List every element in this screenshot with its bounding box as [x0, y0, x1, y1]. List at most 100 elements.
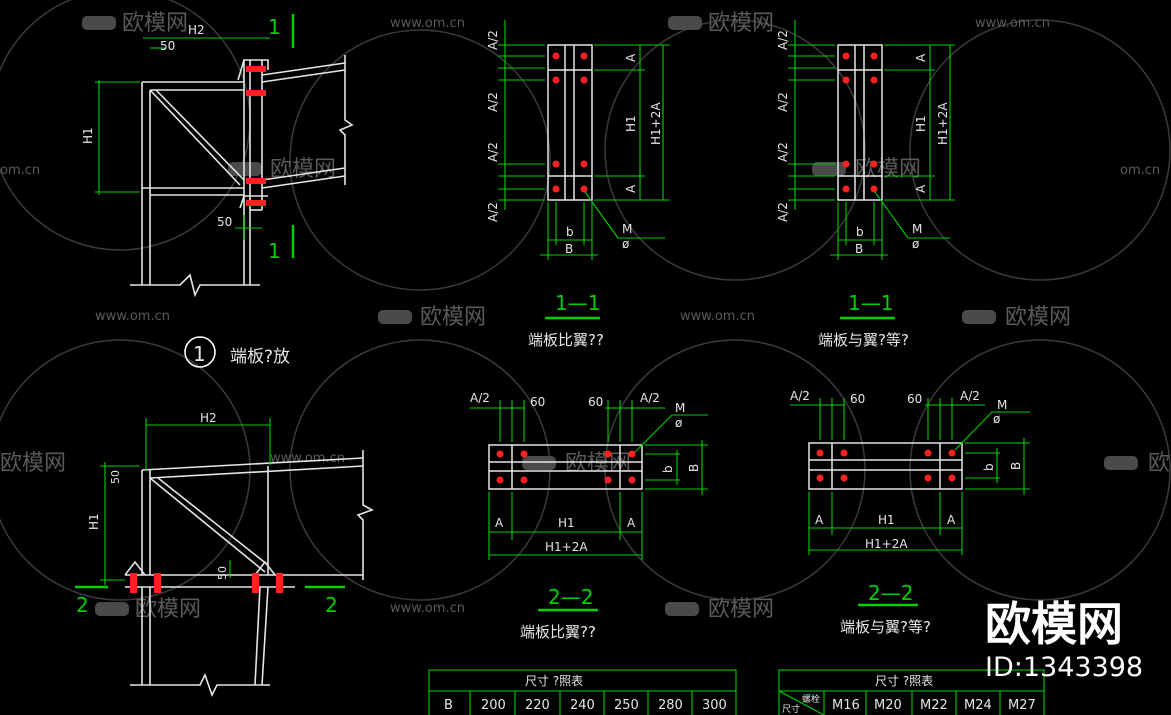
dim-a: A	[914, 53, 928, 62]
dim-a: A	[495, 516, 504, 530]
wm-brand: 欧模网	[855, 157, 921, 182]
detail-2: H2 50 H1 50 2 2	[75, 411, 374, 698]
dim-h1: H1	[81, 127, 95, 144]
sofa-icon	[1104, 456, 1138, 470]
dim-a-half: A/2	[486, 142, 500, 162]
dim-h1-2a: H1+2A	[936, 102, 950, 145]
bolt-m: M	[912, 222, 922, 236]
dim-B: B	[1009, 462, 1023, 470]
section-2-2-d: A/2 60 60 A/2 M ø b B A H1 A H1+2A 2—2 端…	[790, 389, 1030, 636]
dim-a-half: A/2	[486, 92, 500, 112]
sofa-icon	[665, 602, 699, 616]
dim-a-half: A/2	[486, 202, 500, 222]
bolt-phi: ø	[622, 237, 629, 251]
dim-a-half: A/2	[776, 30, 790, 50]
dim-a-half: A/2	[776, 92, 790, 112]
section-cut-label: 2	[76, 593, 89, 617]
wm-brand: 欧模网	[565, 451, 631, 476]
table-cell: M22	[920, 698, 948, 713]
dim-a: A	[624, 53, 638, 62]
bolt-m: M	[675, 401, 685, 415]
section-cut-label: 1	[268, 15, 281, 39]
wm-brand: 欧模网	[122, 11, 188, 36]
table-cell: B	[444, 698, 453, 713]
dim-60: 60	[530, 395, 545, 409]
dim-60: 60	[850, 392, 865, 406]
dim-a-half: A/2	[640, 391, 660, 405]
dim-a-half: A/2	[960, 389, 980, 403]
table-cell: 250	[614, 698, 639, 713]
wm-url-partial: om.cn	[1120, 163, 1160, 178]
dim-b: b	[566, 225, 574, 239]
dim-a-half: A/2	[486, 30, 500, 50]
bolt-m: M	[622, 222, 632, 236]
wm-url: www.om.cn	[680, 309, 755, 324]
wm-url: www.om.cn	[270, 451, 345, 466]
table-corner-top: 螺栓	[802, 693, 820, 705]
section-caption: 端板比翼??	[520, 623, 596, 641]
dim-b: b	[856, 225, 864, 239]
table-title: 尺寸 ?照表	[875, 674, 933, 688]
dim-h1: H1	[558, 516, 575, 530]
dim-B: B	[565, 242, 573, 256]
dim-b: b	[982, 463, 996, 471]
dim-a-half: A/2	[776, 202, 790, 222]
wm-brand: 欧模网	[420, 305, 486, 330]
table-corner-bottom: 尺寸	[782, 703, 800, 715]
sofa-icon	[962, 310, 996, 324]
table-cell: 200	[481, 698, 506, 713]
section-caption: 端板与翼?等?	[818, 331, 909, 349]
wm-brand: 欧模网	[708, 597, 774, 622]
detail-title: 端板?放	[230, 347, 290, 367]
dim-B: B	[687, 464, 701, 472]
bolt-phi: ø	[993, 412, 1000, 426]
wm-brand-partial: 欧模网	[0, 451, 66, 476]
dim-a-half: A/2	[776, 142, 790, 162]
wm-brand-partial: 欧模网	[1148, 451, 1171, 476]
dim-60: 60	[907, 392, 922, 406]
section-2-2-c: A/2 60 60 A/2 M ø b B A H1 A H1+2A 2—2 端…	[470, 391, 708, 641]
sofa-icon	[668, 16, 702, 30]
table-cell: M16	[832, 698, 860, 713]
dim-a: A	[627, 516, 636, 530]
brand-overlay: 欧模网 ID:1343398	[985, 597, 1143, 683]
dim-50: 50	[217, 215, 232, 229]
table-cell: 240	[570, 698, 595, 713]
section-mark: 1—1	[555, 291, 600, 315]
dim-a: A	[947, 513, 956, 527]
watermark-sofa-icons	[82, 16, 1138, 616]
detail-number-circle	[184, 336, 216, 368]
dim-a: A	[914, 184, 928, 193]
bolt-phi: ø	[912, 237, 919, 251]
detail-1: H2 50 50 H1 1 1 1 端板?放	[81, 14, 354, 368]
dim-h1-2a: H1+2A	[649, 102, 663, 145]
wm-brand: 欧模网	[1005, 305, 1071, 330]
table-cell: M24	[964, 698, 992, 713]
table-cell: 300	[702, 698, 727, 713]
wm-brand: 欧模网	[135, 597, 201, 622]
wm-brand: 欧模网	[708, 11, 774, 36]
dim-a: A	[624, 184, 638, 193]
sofa-icon	[378, 310, 412, 324]
table-cell: 220	[525, 698, 550, 713]
dim-60: 60	[588, 395, 603, 409]
wm-url-partial: om.cn	[0, 163, 40, 178]
section-1-1-b: A/2 A/2 A/2 A/2 A H1 A H1+2A b B M ø 1—1…	[776, 20, 955, 349]
sofa-icon	[522, 456, 556, 470]
wm-url: www.om.cn	[390, 16, 465, 31]
dim-h1: H1	[878, 513, 895, 527]
model-id: ID:1343398	[985, 652, 1143, 683]
dim-h1-2a: H1+2A	[865, 537, 908, 551]
dim-h2: H2	[200, 411, 217, 425]
section-cut-label: 2	[325, 593, 338, 617]
sofa-icon	[95, 602, 129, 616]
dim-B: B	[855, 242, 863, 256]
table-cell: 280	[658, 698, 683, 713]
bolt-phi: ø	[675, 416, 682, 430]
table-cell: M20	[874, 698, 902, 713]
section-mark: 2—2	[868, 581, 913, 605]
section-caption: 端板比翼??	[528, 331, 604, 349]
section-mark: 2—2	[548, 585, 593, 609]
brand-logo-text: 欧模网	[985, 597, 1123, 651]
